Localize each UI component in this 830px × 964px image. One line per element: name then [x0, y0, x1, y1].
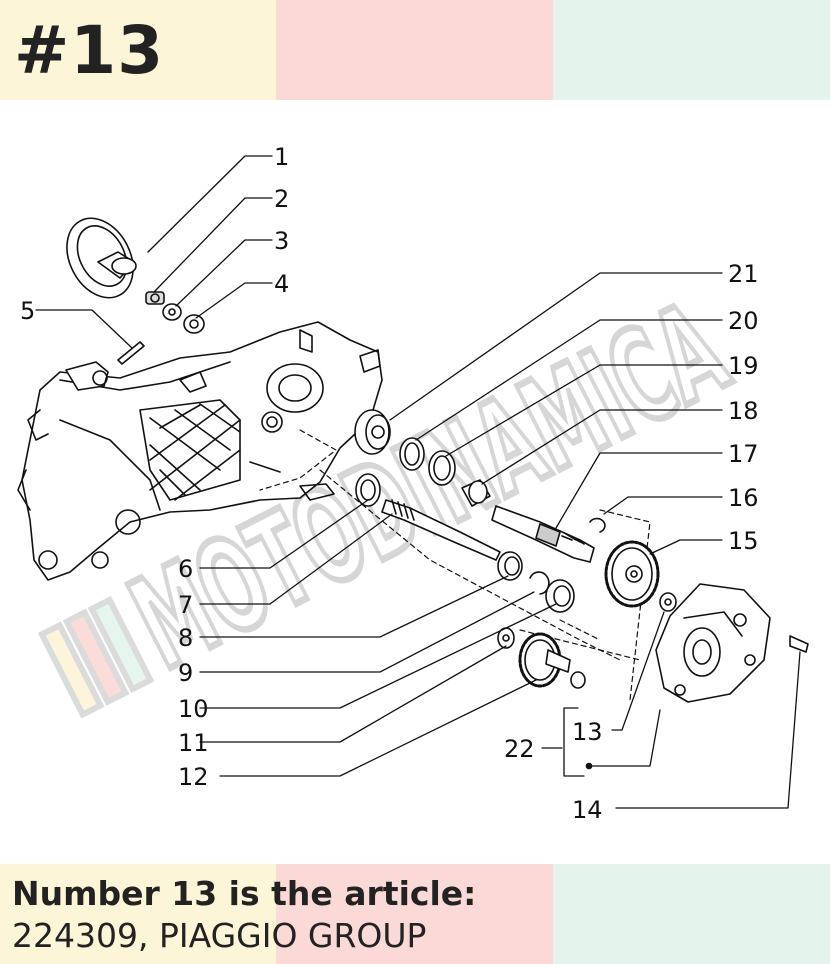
callout-21: 21 [728, 260, 759, 288]
band-green [553, 864, 830, 964]
callout-12: 12 [178, 763, 209, 791]
callout-2: 2 [274, 185, 289, 213]
top-color-band [0, 0, 830, 100]
callout-15: 15 [728, 527, 759, 555]
callout-4: 4 [274, 270, 289, 298]
part-7-drive-shaft [381, 499, 501, 561]
part-15-gear [604, 540, 660, 608]
part-9-circlip [529, 571, 550, 595]
band-green [553, 0, 830, 100]
callout-22: 22 [504, 735, 535, 763]
part-11-washer [497, 627, 515, 649]
part-13-washer [659, 592, 677, 612]
part-17-shaft [491, 505, 595, 563]
bottom-color-band [0, 864, 830, 964]
callout-20: 20 [728, 307, 759, 335]
part-12-gear-shaft [518, 632, 586, 689]
callout-7: 7 [178, 591, 193, 619]
callout-labels: 1 2 3 4 5 6 7 8 9 10 11 12 13 14 15 16 1… [20, 143, 759, 824]
part-3-washer [162, 303, 182, 321]
callout-19: 19 [728, 352, 759, 380]
band-yellow [0, 0, 276, 100]
callout-17: 17 [728, 440, 759, 468]
callout-5: 5 [20, 297, 35, 325]
callout-3: 3 [274, 227, 289, 255]
part-16-circlip [589, 517, 606, 533]
callout-18: 18 [728, 397, 759, 425]
band-pink [276, 0, 553, 100]
callout-14: 14 [572, 796, 603, 824]
crankcase [17, 321, 383, 581]
part-6-bearing [355, 473, 381, 507]
callout-9: 9 [178, 659, 193, 687]
callout-6: 6 [178, 555, 193, 583]
part-4-nut [183, 314, 205, 334]
part-18-bushing [461, 479, 491, 507]
part-8-bearing [497, 551, 523, 581]
exploded-parts-diagram: MOTODINAMICA [0, 100, 830, 864]
part-2-nut [145, 291, 165, 305]
caption-article: 224309, PIAGGIO GROUP [12, 916, 427, 955]
band-yellow [0, 864, 276, 964]
callout-8: 8 [178, 624, 193, 652]
callout-dot [585, 762, 593, 770]
leader-lines [35, 155, 801, 809]
callout-10: 10 [178, 695, 209, 723]
band-pink [276, 864, 553, 964]
page-heading: #13 [14, 12, 165, 89]
part-21-bearing [354, 409, 391, 455]
part-10-bearing [545, 579, 575, 613]
part-20-ring [399, 437, 425, 471]
caption-title: Number 13 is the article: [12, 874, 477, 913]
callout-16: 16 [728, 484, 759, 512]
part-1-clutch-bell [66, 217, 137, 299]
part-14-gear-cover [655, 583, 809, 703]
part-19-ring [428, 450, 456, 486]
part-5-pin [117, 341, 145, 365]
callout-13: 13 [572, 718, 603, 746]
callout-1: 1 [274, 143, 289, 171]
callout-11: 11 [178, 729, 209, 757]
